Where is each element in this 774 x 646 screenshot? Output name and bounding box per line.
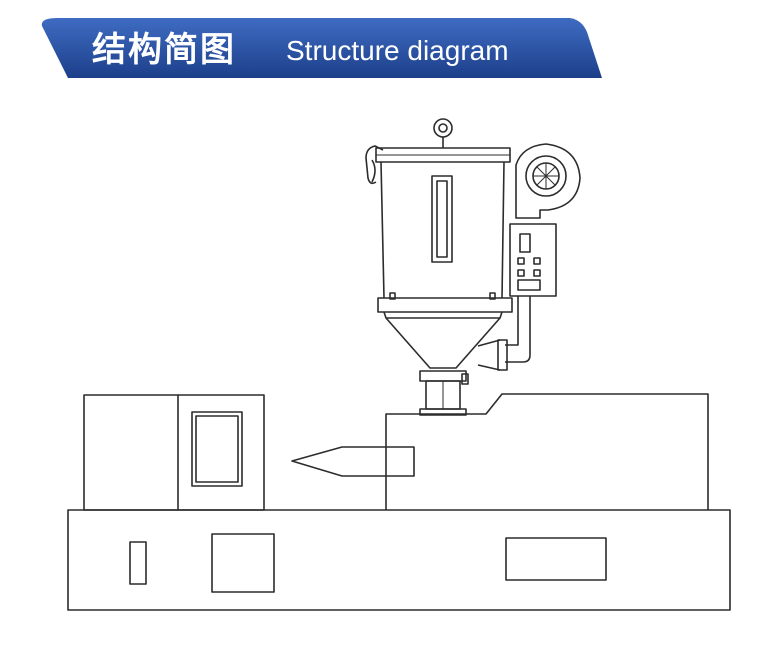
- hopper-body: [375, 147, 511, 299]
- base-square-window: [211, 533, 275, 593]
- base-small-slot: [129, 541, 147, 585]
- feed-throat: [419, 370, 469, 416]
- control-display: [519, 233, 531, 253]
- air-pipe: [477, 296, 531, 371]
- lid-handle: [365, 145, 384, 185]
- hopper-cone: [377, 292, 513, 369]
- banner-shape: [41, 18, 603, 78]
- title-english: Structure diagram: [286, 35, 509, 66]
- clamp-window-inner: [195, 415, 239, 483]
- clamp-window-outer: [191, 411, 243, 487]
- title-chinese: 结构简图: [92, 30, 236, 70]
- injection-unit: [385, 393, 709, 510]
- blower-fan: [515, 143, 581, 219]
- header-banner: [41, 18, 603, 78]
- clamp-unit: [83, 394, 265, 511]
- lifting-ring: [433, 118, 453, 148]
- machine-base: [67, 509, 731, 611]
- sight-glass-inner: [436, 180, 448, 258]
- injection-nozzle: [291, 446, 415, 477]
- control-box: [509, 223, 557, 297]
- base-control-panel: [505, 537, 607, 581]
- sight-glass-outer: [431, 175, 453, 263]
